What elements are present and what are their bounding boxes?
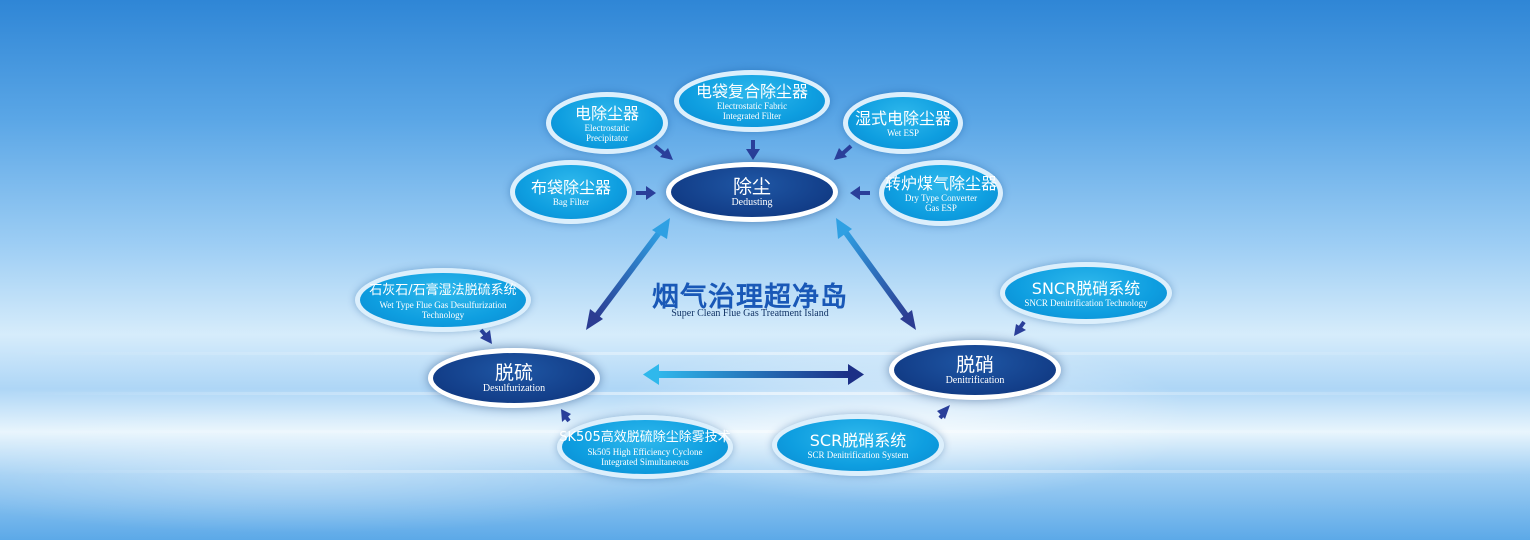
node-dedusting: 除尘 Dedusting xyxy=(666,162,838,222)
node-desulfurization-zh: 脱硫 xyxy=(494,362,533,384)
node-electrostatic-precipitator: 电除尘器 Electrostatic Precipitator xyxy=(546,92,668,154)
center-subtitle: Super Clean Flue Gas Treatment Island xyxy=(671,308,829,319)
node-scr: SCR脱硝系统 SCR Denitrification System xyxy=(772,414,944,476)
node-dedusting-zh: 除尘 xyxy=(732,176,771,198)
node-denitrification-zh: 脱硝 xyxy=(955,354,994,376)
node-wet-fgd-zh: 石灰石/石膏湿法脱硫系统 xyxy=(369,282,517,298)
node-wet-esp-zh: 湿式电除尘器 xyxy=(854,108,951,128)
node-electrostatic-precipitator-zh: 电除尘器 xyxy=(574,103,639,123)
node-desulfurization-en: Desulfurization xyxy=(482,383,546,394)
double-arrow-dedusting-denitrification xyxy=(836,218,916,330)
node-integrated-filter: 电袋复合除尘器 Electrostatic Fabric Integrated … xyxy=(674,70,830,132)
node-scr-zh: SCR脱硝系统 xyxy=(809,430,907,450)
node-denitrification: 脱硝 Denitrification xyxy=(889,340,1061,400)
node-sk505: SK505高效脱硫除尘除雾技术 Sk505 High Efficiency Cy… xyxy=(557,415,733,479)
node-scr-en: SCR Denitrification System xyxy=(807,449,909,460)
node-converter-gas-esp: 转炉煤气除尘器 Dry Type Converter Gas ESP xyxy=(879,160,1003,226)
node-wet-fgd: 石灰石/石膏湿法脱硫系统 Wet Type Flue Gas Desulfuri… xyxy=(355,268,531,332)
node-sncr: SNCR脱硝系统 SNCR Denitrification Technology xyxy=(1000,262,1172,324)
node-sncr-zh: SNCR脱硝系统 xyxy=(1031,278,1141,298)
small-arrowheads xyxy=(480,148,1026,422)
node-integrated-filter-zh: 电袋复合除尘器 xyxy=(695,81,808,101)
node-bag-filter: 布袋除尘器 Bag Filter xyxy=(510,160,632,224)
node-electrostatic-precipitator-en: Electrostatic Precipitator xyxy=(584,122,630,143)
node-integrated-filter-en: Electrostatic Fabric Integrated Filter xyxy=(716,100,788,121)
node-bag-filter-en: Bag Filter xyxy=(552,196,590,207)
node-sk505-zh: SK505高效脱硫除尘除雾技术 xyxy=(559,429,731,445)
node-dedusting-en: Dedusting xyxy=(731,197,773,208)
node-converter-gas-esp-zh: 转炉煤气除尘器 xyxy=(884,173,997,193)
double-arrow-desulfurization-denitrification xyxy=(643,364,864,385)
node-converter-gas-esp-en: Dry Type Converter Gas ESP xyxy=(904,192,978,213)
node-wet-esp: 湿式电除尘器 Wet ESP xyxy=(843,92,963,154)
node-wet-esp-en: Wet ESP xyxy=(886,127,920,138)
node-sncr-en: SNCR Denitrification Technology xyxy=(1024,297,1148,308)
node-denitrification-en: Denitrification xyxy=(945,375,1005,386)
node-desulfurization: 脱硫 Desulfurization xyxy=(428,348,600,408)
node-bag-filter-zh: 布袋除尘器 xyxy=(530,177,611,197)
node-sk505-en: Sk505 High Efficiency Cyclone Integrated… xyxy=(587,446,703,467)
double-arrow-dedusting-desulfurization xyxy=(586,218,670,330)
node-wet-fgd-en: Wet Type Flue Gas Desulfurization Techno… xyxy=(379,299,507,320)
center-title: 烟气治理超净岛 xyxy=(652,282,848,313)
